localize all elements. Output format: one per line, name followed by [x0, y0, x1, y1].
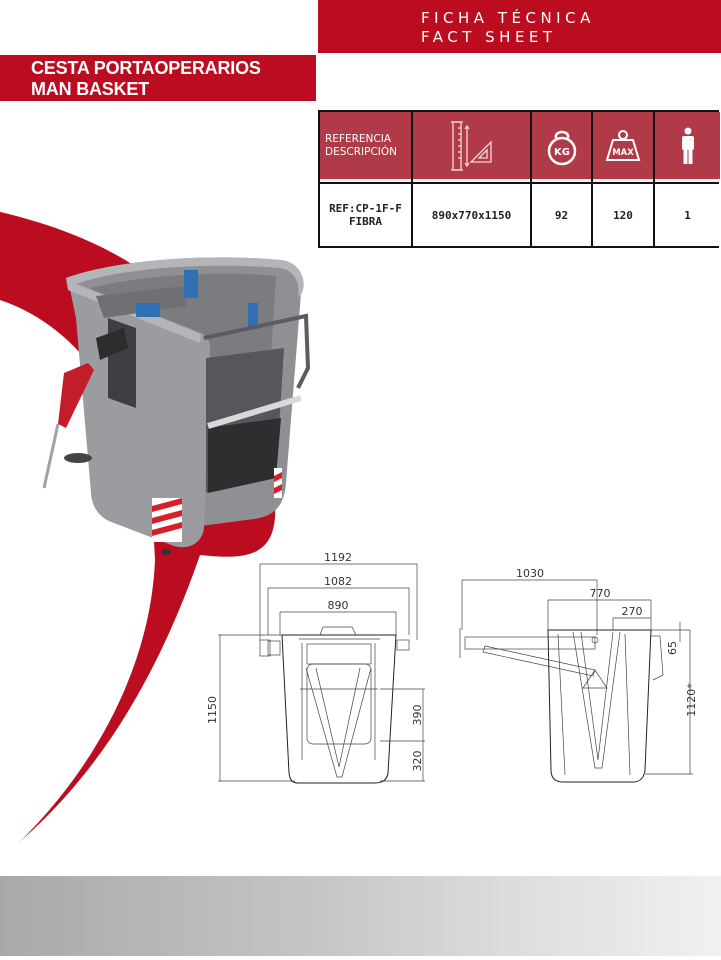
dim-320: 320 — [411, 751, 424, 772]
fact-sheet-title-en: FACT SHEET — [421, 28, 557, 46]
header-persons — [655, 112, 720, 182]
description-value: FIBRA — [348, 215, 383, 228]
dim-1082: 1082 — [324, 575, 352, 588]
cell-weight: 92 — [532, 184, 591, 246]
max-weight-icon: MAX — [605, 129, 641, 161]
header-max-load: MAX — [593, 112, 653, 182]
dim-890: 890 — [328, 599, 349, 612]
cell-reference: REF:CP-1F-F FIBRA — [320, 184, 411, 246]
hazard-stripes-right — [274, 468, 282, 498]
dim-1192: 1192 — [324, 551, 352, 564]
svg-text:KG: KG — [554, 147, 570, 158]
dim-770: 770 — [590, 587, 611, 600]
dim-1120: 1120* — [685, 683, 698, 717]
dim-270: 270 — [622, 605, 643, 618]
cell-dimensions: 890x770x1150 — [413, 184, 530, 246]
header-reference: REFERENCIA DESCRIPCIÓN — [320, 112, 411, 182]
cell-max-load: 120 — [593, 184, 653, 246]
svg-text:MAX: MAX — [612, 148, 634, 158]
man-basket-photo — [42, 257, 311, 555]
dim-390: 390 — [411, 705, 424, 726]
header-dimensions — [413, 112, 530, 182]
product-title-banner: CESTA PORTAOPERARIOS MAN BASKET — [0, 55, 316, 101]
product-title-en: MAN BASKET — [31, 79, 149, 99]
spec-table: REFERENCIA DESCRIPCIÓN — [318, 110, 720, 248]
reference-value: REF:CP-1F-F — [329, 202, 402, 215]
footer-gradient-band — [0, 876, 721, 956]
dim-65: 65 — [666, 641, 679, 655]
person-icon — [681, 127, 694, 164]
header-weight: KG — [532, 112, 591, 182]
side-view-drawing: 1030 770 270 65 1120* — [459, 567, 698, 783]
cell-persons: 1 — [655, 184, 720, 246]
front-view-drawing: 1192 1082 890 1150 390 320 — [206, 551, 425, 784]
reference-label: REFERENCIA — [325, 132, 391, 145]
dimensions-ruler-icon — [450, 120, 492, 171]
fact-sheet-title-es: FICHA TÉCNICA — [421, 9, 595, 27]
description-label: DESCRIPCIÓN — [325, 145, 397, 158]
kettlebell-kg-icon: KG — [547, 130, 576, 165]
dim-1030: 1030 — [516, 567, 544, 580]
hazard-stripes-left — [152, 498, 182, 542]
dim-1150: 1150 — [206, 696, 219, 724]
product-title-es: CESTA PORTAOPERARIOS — [31, 58, 261, 78]
fact-sheet-banner: FICHA TÉCNICA FACT SHEET — [318, 0, 721, 53]
